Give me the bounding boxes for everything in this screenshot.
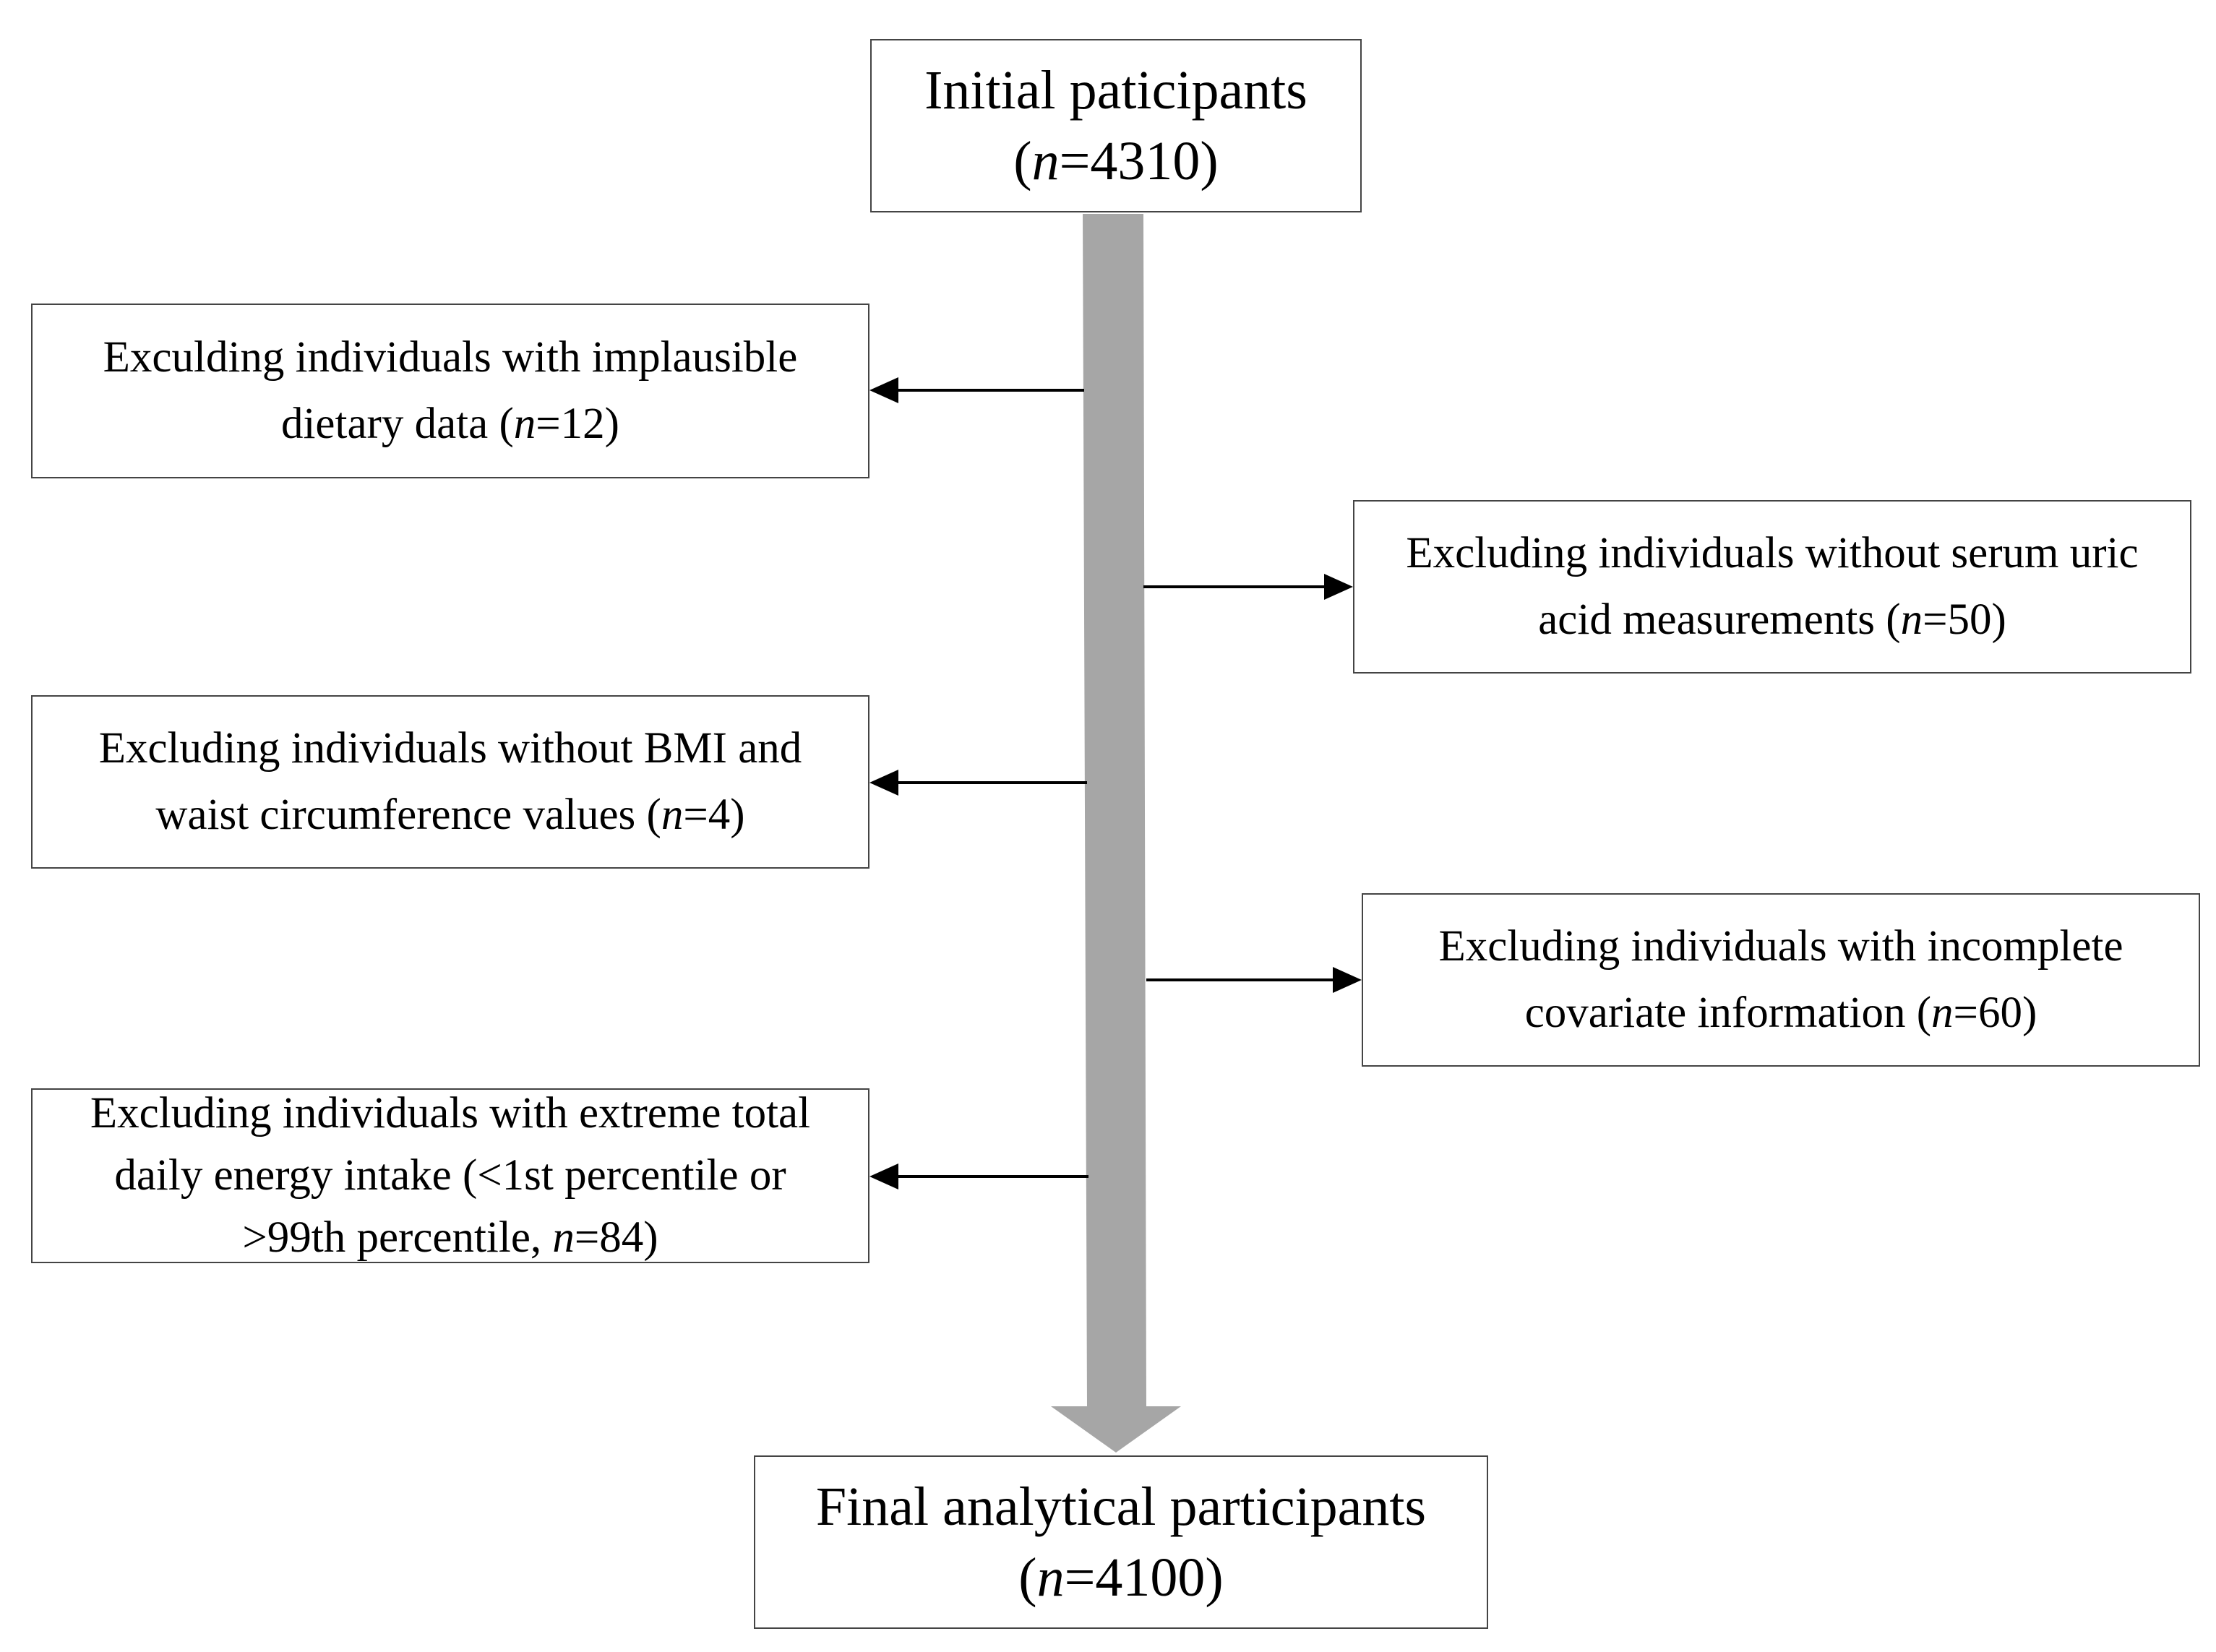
initial-count: (n=4310) [1013, 131, 1219, 192]
exclusion-box-serum-uric-acid: Excluding individuals without serum uric… [1353, 500, 2191, 674]
exclusion-count-line: covariate information (n=60) [1524, 989, 2037, 1037]
final-participants-box: Final analytical participants (n=4100) [754, 1455, 1488, 1629]
exclusion-box-implausible-dietary: Exculding individuals with implausible d… [31, 304, 869, 478]
side-arrow-3 [869, 770, 1087, 796]
side-arrow-1 [869, 377, 1084, 403]
final-count: (n=4100) [1018, 1547, 1224, 1608]
exclusion-count-line: acid measurements (n=50) [1538, 595, 2006, 644]
initial-participants-box: Initial paticipants (n=4310) [870, 39, 1362, 212]
exclusion-line: Excluding individuals without serum uric [1406, 529, 2139, 577]
final-title: Final analytical participants [815, 1476, 1427, 1537]
side-arrow-5 [869, 1163, 1088, 1189]
exclusion-box-incomplete-covariate: Excluding individuals with incomplete co… [1362, 893, 2200, 1067]
exclusion-line: Excluding individuals with extreme total [90, 1089, 811, 1137]
exclusion-line: Excluding individuals without BMI and [98, 724, 802, 773]
exclusion-box-bmi-waist: Excluding individuals without BMI and wa… [31, 695, 869, 869]
exclusion-line: Excluding individuals with incomplete [1438, 922, 2123, 971]
side-arrow-2 [1143, 574, 1353, 600]
exclusion-line: Exculding individuals with implausible [103, 333, 798, 382]
exclusion-count-line: dietary data (n=12) [280, 400, 619, 448]
side-arrow-4 [1146, 967, 1362, 993]
exclusion-line-2: daily energy intake (<1st percentile or [114, 1151, 786, 1200]
exclusion-count-line: >99th percentile, n=84) [242, 1213, 658, 1262]
main-flow-arrow [1051, 214, 1181, 1453]
initial-title: Initial paticipants [924, 60, 1307, 121]
exclusion-count-line: waist circumference values (n=4) [155, 791, 745, 839]
exclusion-box-extreme-energy-intake: Excluding individuals with extreme total… [31, 1088, 869, 1263]
